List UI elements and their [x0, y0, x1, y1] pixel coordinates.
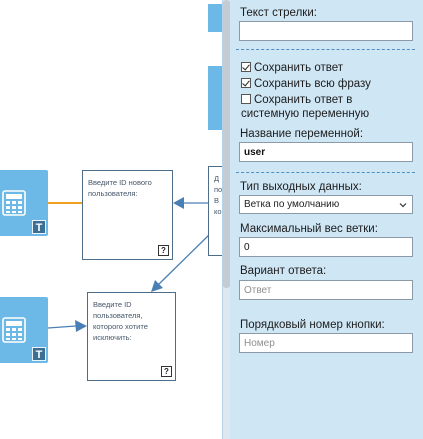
divider	[236, 172, 415, 173]
save-system-variable-checkbox[interactable]: Сохранить ответ в системную переменную	[241, 94, 370, 120]
checkbox-unchecked-icon	[241, 94, 251, 104]
help-icon[interactable]: ?	[158, 245, 169, 256]
save-phrase-checkbox[interactable]: Сохранить всю фразу	[241, 77, 371, 91]
answer-variant-input[interactable]	[239, 280, 413, 300]
partial-node-mid[interactable]	[208, 66, 222, 130]
properties-panel	[222, 0, 423, 439]
max-weight-input[interactable]	[239, 237, 413, 257]
text-type-badge: T	[32, 347, 46, 361]
chevron-down-icon	[399, 203, 407, 208]
variable-name-label: Название переменной:	[240, 128, 364, 140]
input-node[interactable]: Введите ID пользователя, которого хотите…	[87, 292, 176, 381]
divider	[236, 49, 415, 50]
variable-name-input[interactable]	[239, 142, 413, 162]
save-answer-checkbox[interactable]: Сохранить ответ	[241, 61, 343, 75]
button-order-label: Порядковый номер кнопки:	[240, 319, 385, 331]
arrowhead	[75, 320, 87, 332]
answer-variant-label: Вариант ответа:	[240, 265, 327, 277]
max-weight-label: Максимальный вес ветки:	[240, 223, 378, 235]
text-type-badge: T	[32, 220, 46, 234]
scrollbar-thumb[interactable]	[223, 0, 230, 288]
help-icon[interactable]: ?	[161, 366, 172, 377]
arrow-text-input[interactable]	[239, 21, 413, 41]
calculator-icon	[2, 190, 26, 216]
checkbox-checked-icon	[241, 78, 251, 88]
arrowhead	[151, 280, 163, 292]
output-type-select[interactable]: Ветка по умолчанию	[239, 195, 413, 214]
node-text: Введите ID пользователя, которого хотите…	[93, 300, 148, 342]
partial-node-top[interactable]	[208, 4, 222, 32]
arrow-text-label: Текст стрелки:	[240, 7, 317, 19]
output-type-label: Тип выходных данных:	[240, 181, 362, 193]
connection-calc2-to-node2	[47, 325, 77, 329]
input-node[interactable]: Введите ID нового пользователя: ?	[82, 170, 173, 260]
arrowhead	[173, 197, 184, 209]
connection-node3-to-node2	[157, 231, 213, 286]
node-text: Д по В ко	[214, 174, 222, 216]
checkbox-checked-icon	[241, 62, 251, 72]
connections-layer	[47, 197, 213, 332]
flow-canvas[interactable]: T T Введите ID нового пользователя: ? Вв…	[0, 0, 222, 439]
calculator-icon	[2, 317, 26, 343]
node-text: Введите ID нового пользователя:	[88, 178, 152, 198]
input-node-partial[interactable]: Д по В ко	[208, 166, 222, 256]
calculator-block[interactable]: T	[0, 297, 48, 363]
calculator-block[interactable]: T	[0, 170, 48, 236]
button-order-input[interactable]	[239, 333, 413, 353]
